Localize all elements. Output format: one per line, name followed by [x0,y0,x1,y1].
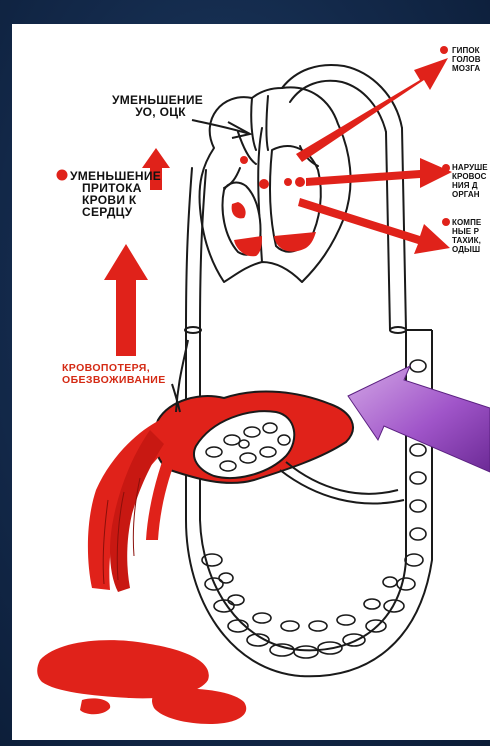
label-compensation: КОМПЕ НЫЕ Р ТАХИК, ОДЫШ [452,218,481,254]
label-reduced-inflow: УМЕНЬШЕНИЕ ПРИТОКА КРОВИ К СЕРДЦУ [70,170,161,218]
label-hypoxia: ГИПОК ГОЛОВ МОЗГА [452,46,481,73]
bullet-hypoxia-icon [440,46,448,54]
bullet-compensation-icon [442,218,450,226]
label-circulation-disorder: НАРУШЕ КРОВОС НИЯ Д ОРГАН [452,163,488,199]
label-blood-loss: КРОВОПОТЕРЯ, ОБЕЗВОЖИВАНИЕ [62,362,166,386]
bullet-disorder-icon [442,164,450,172]
bullet-reduced-inflow-icon [57,170,68,181]
label-reduced-stroke-volume: УМЕНЬШЕНИЕ УО, ОЦК [112,94,203,118]
